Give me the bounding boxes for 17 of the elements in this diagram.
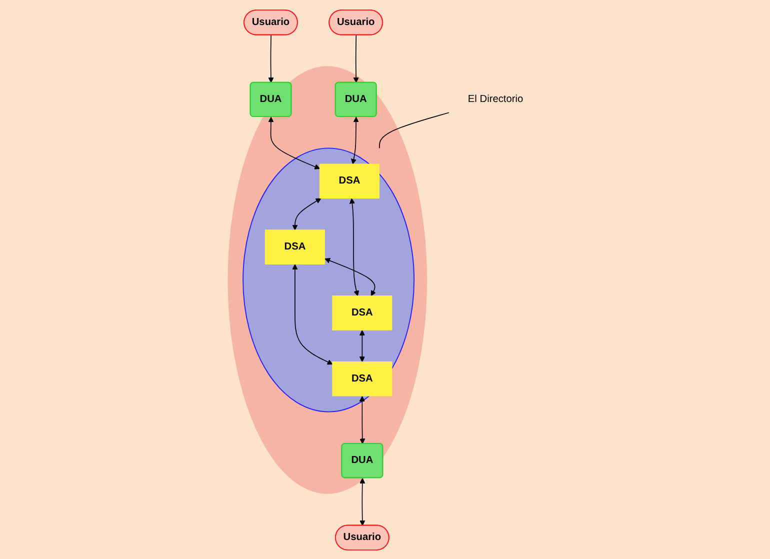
arrow <box>292 264 333 364</box>
node-text: El Directorio <box>468 93 524 104</box>
arrow <box>349 198 359 296</box>
arrow <box>268 34 274 82</box>
connector <box>378 112 450 148</box>
arrow <box>359 478 366 526</box>
arrow <box>359 395 366 444</box>
arrow <box>353 34 359 82</box>
node-box: DSA <box>264 229 325 264</box>
node-box: DSA <box>332 360 392 396</box>
arrow <box>350 116 359 164</box>
arrow <box>359 330 365 362</box>
node-box: DSA <box>319 163 380 198</box>
arrow <box>268 116 320 169</box>
arrow <box>292 198 322 230</box>
node-box: DSA <box>332 295 392 330</box>
arrow <box>324 257 376 296</box>
